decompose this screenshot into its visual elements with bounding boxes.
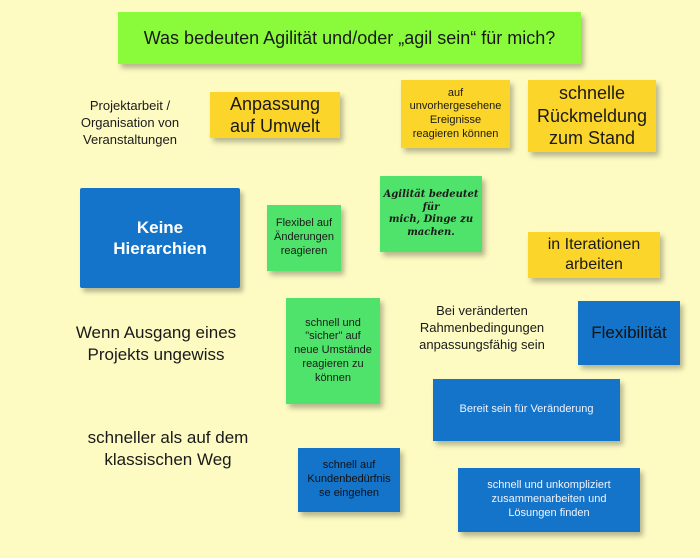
text-rahmenbedingungen: Bei veränderten Rahmenbedingungen anpass… bbox=[419, 303, 545, 352]
note-iterationen[interactable]: in Iterationen arbeiten bbox=[528, 232, 660, 278]
text-projektarbeit: Projektarbeit / Organisation von Veranst… bbox=[80, 98, 180, 147]
text-klassisch: schneller als auf dem klassischen Weg bbox=[87, 428, 249, 470]
note-hierarchien[interactable]: Keine Hierarchien bbox=[80, 188, 240, 288]
note-sicher-text: schnell und "sicher" auf neue Umstände r… bbox=[294, 316, 372, 384]
note-kunden[interactable]: schnell auf Kundenbedürfnis se eingehen bbox=[298, 448, 400, 512]
note-unvorhergesehen[interactable]: auf unvorhergesehene Ereignisse reagiere… bbox=[401, 80, 510, 148]
text-ausgang: Wenn Ausgang eines Projekts ungewiss bbox=[75, 323, 237, 365]
title-note[interactable]: Was bedeuten Agilität und/oder „agil sei… bbox=[118, 12, 581, 64]
note-unvorhergesehen-text: auf unvorhergesehene Ereignisse reagiere… bbox=[409, 86, 502, 140]
note-flexibilitaet[interactable]: Flexibilität bbox=[578, 301, 680, 365]
note-kunden-text: schnell auf Kundenbedürfnis se eingehen bbox=[307, 459, 391, 499]
note-sicher[interactable]: schnell und "sicher" auf neue Umstände r… bbox=[286, 298, 380, 404]
note-hierarchien-text: Keine Hierarchien bbox=[113, 217, 207, 258]
note-flexibel-aenderungen-text: Flexibel auf Änderungen reagieren bbox=[274, 217, 334, 257]
note-anpassung-text: Anpassung auf Umwelt bbox=[229, 93, 321, 137]
note-bereit-text: Bereit sein für Veränderung bbox=[459, 403, 594, 416]
note-unkompliziert-text: schnell und unkompliziert zusammenarbeit… bbox=[487, 479, 611, 519]
note-iterationen-text: in Iterationen arbeiten bbox=[547, 236, 641, 273]
note-flexibilitaet-text: Flexibilität bbox=[591, 323, 667, 343]
title-text: Was bedeuten Agilität und/oder „agil sei… bbox=[143, 27, 556, 48]
note-rueckmeldung-text: schnelle Rückmeldung zum Stand bbox=[536, 83, 648, 149]
note-unkompliziert[interactable]: schnell und unkompliziert zusammenarbeit… bbox=[458, 468, 640, 532]
note-bereit[interactable]: Bereit sein für Veränderung bbox=[433, 379, 620, 441]
note-anpassung[interactable]: Anpassung auf Umwelt bbox=[210, 92, 340, 138]
note-dinge-machen[interactable]: Agilität bedeutet für mich, Dinge zu mac… bbox=[380, 176, 482, 252]
note-flexibel-aenderungen[interactable]: Flexibel auf Änderungen reagieren bbox=[267, 205, 341, 271]
note-dinge-machen-text: Agilität bedeutet für mich, Dinge zu mac… bbox=[383, 189, 479, 238]
note-rueckmeldung[interactable]: schnelle Rückmeldung zum Stand bbox=[528, 80, 656, 152]
